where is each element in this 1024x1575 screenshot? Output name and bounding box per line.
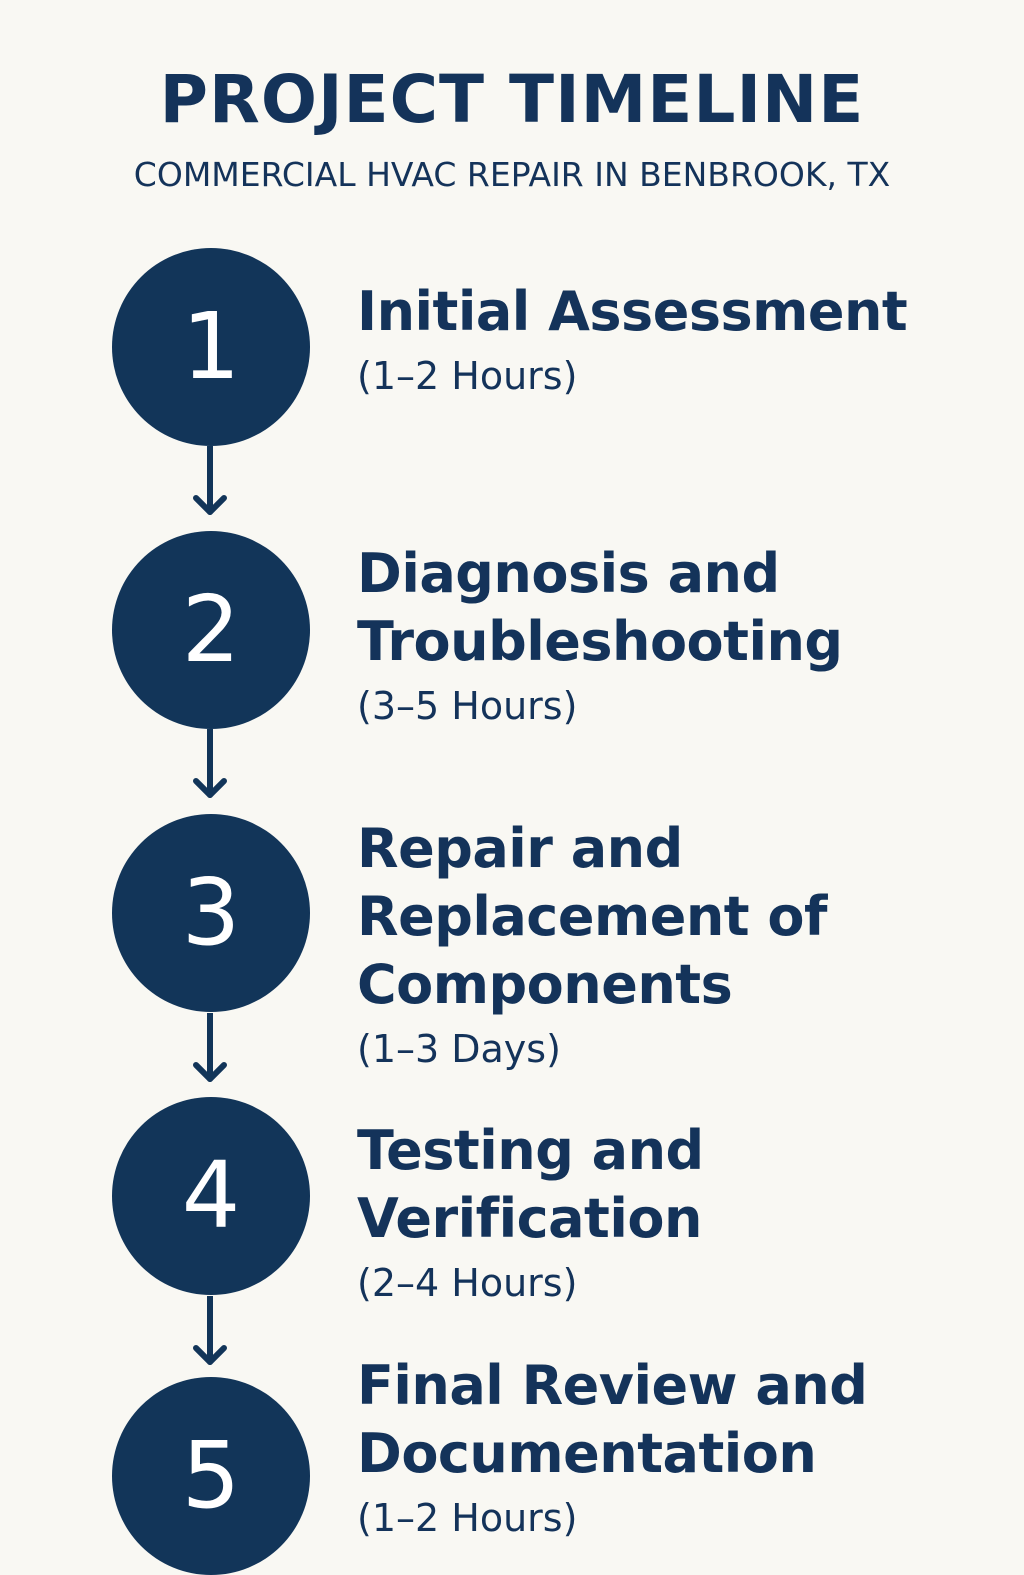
step-5-duration: (1–2 Hours)	[357, 1496, 578, 1540]
step-3-duration: (1–3 Days)	[357, 1027, 561, 1071]
step-2-text: Diagnosis and Troubleshooting (3–5 Hours…	[357, 540, 1007, 730]
step-5-title: Final Review and Documentation	[357, 1354, 868, 1485]
step-5-number: 5	[181, 1422, 241, 1529]
step-1-number: 1	[181, 293, 241, 400]
step-1-text: Initial Assessment (1–2 Hours)	[357, 278, 1007, 400]
step-2-number: 2	[181, 576, 241, 683]
step-5-text: Final Review and Documentation (1–2 Hour…	[357, 1352, 1007, 1542]
step-1-number-circle: 1	[112, 248, 310, 446]
step-4-number-circle: 4	[112, 1097, 310, 1295]
step-2-duration: (3–5 Hours)	[357, 684, 578, 728]
arrow-down-icon	[193, 1296, 227, 1365]
step-3-number-circle: 3	[112, 814, 310, 1012]
step-4-title: Testing and Verification	[357, 1119, 704, 1250]
page-subtitle: COMMERCIAL HVAC REPAIR IN BENBROOK, TX	[133, 155, 891, 194]
step-5-number-circle: 5	[112, 1377, 310, 1575]
step-1-duration: (1–2 Hours)	[357, 354, 578, 398]
arrow-down-icon	[193, 729, 227, 798]
step-2-title: Diagnosis and Troubleshooting	[357, 542, 843, 673]
step-4-duration: (2–4 Hours)	[357, 1261, 578, 1305]
step-2-number-circle: 2	[112, 531, 310, 729]
arrow-down-icon	[193, 446, 227, 515]
step-4-text: Testing and Verification (2–4 Hours)	[357, 1117, 1007, 1307]
step-3-number: 3	[181, 859, 241, 966]
step-1-title: Initial Assessment	[357, 280, 908, 343]
step-3-text: Repair and Replacement of Components (1–…	[357, 815, 1007, 1073]
arrow-down-icon	[193, 1013, 227, 1082]
step-3-title: Repair and Replacement of Components	[357, 817, 827, 1016]
step-4-number: 4	[181, 1142, 241, 1249]
page-title: PROJECT TIMELINE	[159, 61, 865, 138]
